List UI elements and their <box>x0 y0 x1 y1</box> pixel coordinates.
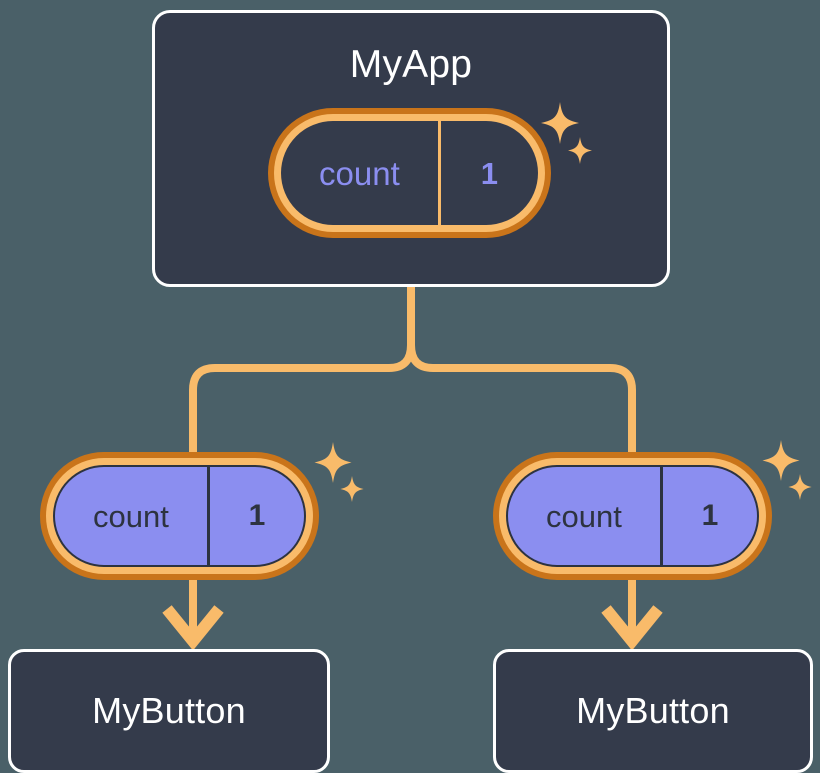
root-component-label: MyApp <box>349 43 473 86</box>
arrow-down-icon-right <box>601 575 663 651</box>
state-pill-left[interactable]: count 1 <box>40 452 319 580</box>
child-component-label: MyButton <box>576 690 730 731</box>
state-pill-ring-inner: count 1 <box>274 114 545 232</box>
state-pill-ring-inner: count 1 <box>46 458 313 574</box>
state-pill-ring-inner: count 1 <box>499 458 766 574</box>
state-pill-right[interactable]: count 1 <box>493 452 772 580</box>
state-key-label: count <box>546 498 622 534</box>
state-value-label: 1 <box>659 467 757 565</box>
arrow-down-icon-left <box>162 575 224 651</box>
child-component-label: MyButton <box>92 690 246 731</box>
sparkles-icon-left <box>310 440 368 511</box>
child-component-card-left[interactable]: MyButton <box>8 649 330 773</box>
state-pill-body: count 1 <box>506 465 759 567</box>
state-pill-body: count 1 <box>53 465 306 567</box>
state-value-label: 1 <box>437 121 538 225</box>
state-key-label: count <box>319 154 400 192</box>
state-key-label: count <box>93 498 169 534</box>
state-pill-body: count 1 <box>281 121 538 225</box>
state-pill-root[interactable]: count 1 <box>268 108 551 238</box>
child-component-card-right[interactable]: MyButton <box>493 649 813 773</box>
state-value-label: 1 <box>206 467 304 565</box>
